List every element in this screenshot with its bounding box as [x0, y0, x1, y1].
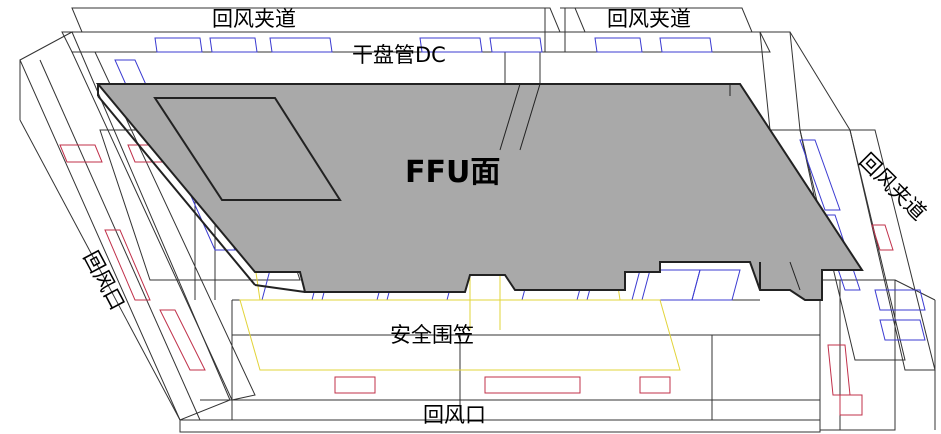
outlet-vent	[334, 376, 376, 394]
label-return-air-outlet-bottom: 回风口	[423, 403, 486, 427]
outlet-vent	[484, 376, 581, 394]
coil-panel	[659, 37, 713, 53]
outlet-vent	[839, 394, 863, 416]
coil-panel	[489, 37, 543, 53]
coil-panel	[691, 269, 741, 301]
right-wall-edge	[789, 31, 851, 131]
outlet-vent	[104, 229, 151, 301]
right-tower	[819, 279, 896, 431]
bottom-wall	[179, 419, 821, 433]
label-ffu-surface: FFU面	[405, 155, 501, 190]
ffu-edge	[789, 261, 801, 291]
coil-panel	[874, 289, 926, 311]
fence-outline	[239, 299, 681, 371]
ffu-inner-block	[153, 97, 342, 201]
outlet-vent	[639, 376, 671, 394]
coil-panel	[799, 139, 841, 211]
left-wall-edge	[19, 119, 181, 421]
outlet-vent	[827, 344, 851, 396]
label-return-air-plenum-top-left: 回风夹道	[212, 7, 296, 31]
coil-panel	[641, 269, 701, 301]
ffu-edge	[499, 83, 521, 151]
label-safety-fence: 安全围笠	[390, 323, 474, 347]
left-wall-edge	[39, 59, 201, 421]
bottom-wall-face	[231, 334, 821, 421]
coil-panel	[594, 37, 643, 53]
left-wall-inner	[71, 51, 256, 401]
top-wall-band	[61, 31, 771, 53]
label-dry-coil: 干盘管DC	[352, 43, 446, 67]
outlet-vent	[159, 309, 206, 371]
top-wall-left	[71, 7, 561, 33]
outlet-vent	[871, 224, 894, 251]
coil-panel	[154, 37, 203, 53]
right-wall	[759, 31, 801, 131]
outlet-vent	[59, 144, 103, 163]
coil-panel	[419, 37, 483, 53]
right-wall-lower	[799, 129, 906, 361]
coil-panel	[879, 319, 926, 341]
ffu-edge	[519, 83, 541, 151]
ffu-edge	[254, 284, 306, 293]
ffu-edge	[97, 95, 256, 286]
coil-panel	[269, 37, 333, 53]
label-return-air-plenum-top-right: 回风夹道	[607, 7, 691, 31]
coil-panel	[209, 37, 258, 53]
